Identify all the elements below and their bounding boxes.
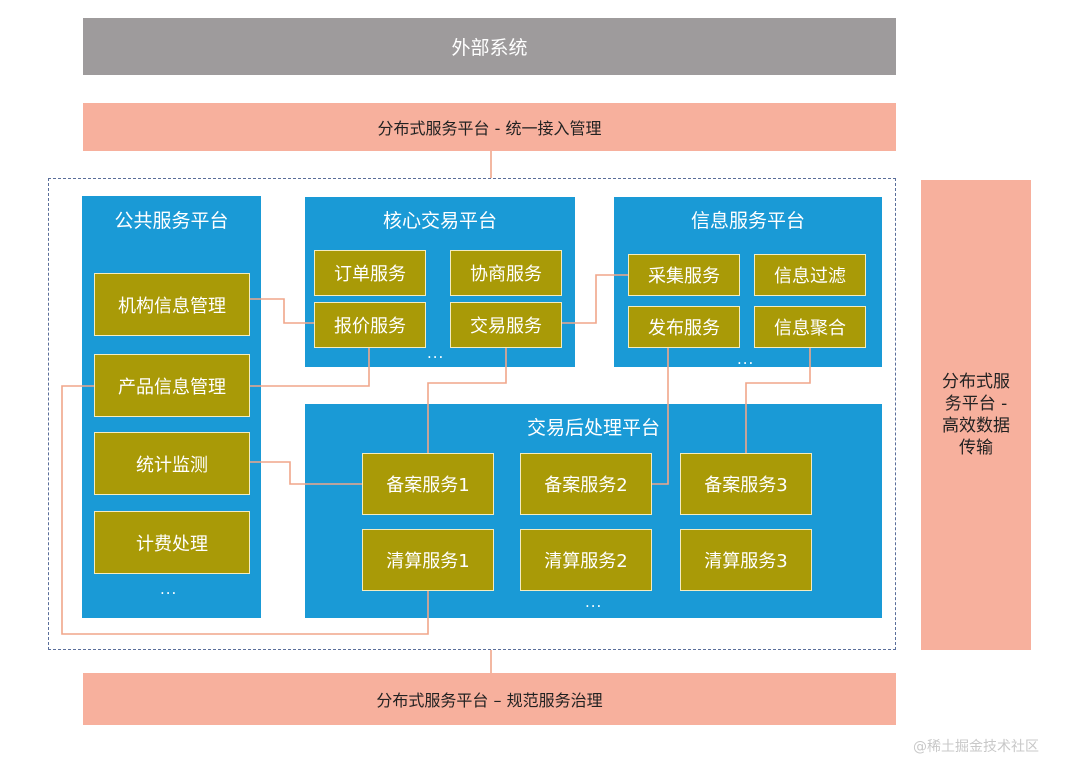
- service-box-aggregate: 信息聚合: [754, 306, 866, 348]
- post-trade-platform-title: 交易后处理平台: [526, 417, 660, 439]
- service-label: 清算服务2: [544, 551, 628, 572]
- service-box-billing: 计费处理: [94, 511, 250, 574]
- service-label: 报价服务: [334, 316, 406, 337]
- data-transfer-line-3: 高效数据: [942, 416, 1010, 436]
- info-platform-more: ...: [737, 350, 755, 368]
- service-box-org-info: 机构信息管理: [94, 273, 250, 336]
- info-platform-title: 信息服务平台: [690, 210, 805, 232]
- watermark: @稀土掘金技术社区: [913, 739, 1039, 755]
- service-label: 信息聚合: [774, 318, 846, 339]
- service-box-clearing-1: 清算服务1: [362, 529, 494, 591]
- service-box-negotiate: 协商服务: [450, 250, 562, 296]
- service-label: 订单服务: [334, 264, 406, 285]
- core-platform-title: 核心交易平台: [382, 210, 497, 232]
- data-transfer-line-1: 分布式服: [942, 372, 1010, 392]
- service-label: 统计监测: [136, 454, 208, 476]
- service-label: 清算服务1: [386, 551, 470, 572]
- service-box-filing-1: 备案服务1: [362, 453, 494, 515]
- service-box-filing-2: 备案服务2: [520, 453, 652, 515]
- service-box-collect: 采集服务: [628, 254, 740, 296]
- public-platform-title: 公共服务平台: [114, 210, 229, 232]
- service-box-publish: 发布服务: [628, 306, 740, 348]
- service-label: 交易服务: [470, 316, 542, 337]
- service-governance-bar: 分布式服务平台 – 规范服务治理: [83, 673, 896, 725]
- service-box-clearing-2: 清算服务2: [520, 529, 652, 591]
- service-label: 备案服务1: [386, 475, 470, 496]
- service-box-quote: 报价服务: [314, 302, 426, 348]
- unified-access-label: 分布式服务平台 - 统一接入管理: [377, 119, 602, 138]
- data-transfer-line-2: 务平台 -: [944, 394, 1008, 414]
- service-box-filter: 信息过滤: [754, 254, 866, 296]
- service-label: 计费处理: [136, 533, 208, 555]
- public-platform-more: ...: [160, 580, 178, 598]
- data-transfer-text: 分布式服 务平台 - 高效数据 传输: [942, 371, 1010, 459]
- service-label: 发布服务: [648, 318, 720, 339]
- service-box-filing-3: 备案服务3: [680, 453, 812, 515]
- service-label: 产品信息管理: [118, 376, 226, 398]
- service-box-trade: 交易服务: [450, 302, 562, 348]
- external-system-label: 外部系统: [451, 37, 528, 59]
- service-label: 机构信息管理: [118, 295, 226, 317]
- service-label: 协商服务: [470, 264, 542, 285]
- service-box-stat-monitor: 统计监测: [94, 432, 250, 495]
- service-label: 备案服务2: [544, 475, 628, 496]
- service-box-order: 订单服务: [314, 250, 426, 296]
- data-transfer-line-4: 传输: [959, 438, 993, 458]
- platform-frame: [48, 178, 896, 650]
- data-transfer-bar: 分布式服 务平台 - 高效数据 传输: [921, 180, 1031, 650]
- service-label: 信息过滤: [774, 266, 846, 287]
- unified-access-bar: 分布式服务平台 - 统一接入管理: [83, 103, 896, 151]
- service-label: 备案服务3: [704, 475, 788, 496]
- service-label: 采集服务: [648, 266, 720, 287]
- service-box-clearing-3: 清算服务3: [680, 529, 812, 591]
- service-governance-label: 分布式服务平台 – 规范服务治理: [376, 691, 603, 710]
- core-platform-more: ...: [427, 344, 445, 362]
- post-trade-platform-more: ...: [585, 593, 603, 611]
- service-label: 清算服务3: [704, 551, 788, 572]
- service-box-product-info: 产品信息管理: [94, 354, 250, 417]
- external-system-bar: 外部系统: [83, 18, 896, 75]
